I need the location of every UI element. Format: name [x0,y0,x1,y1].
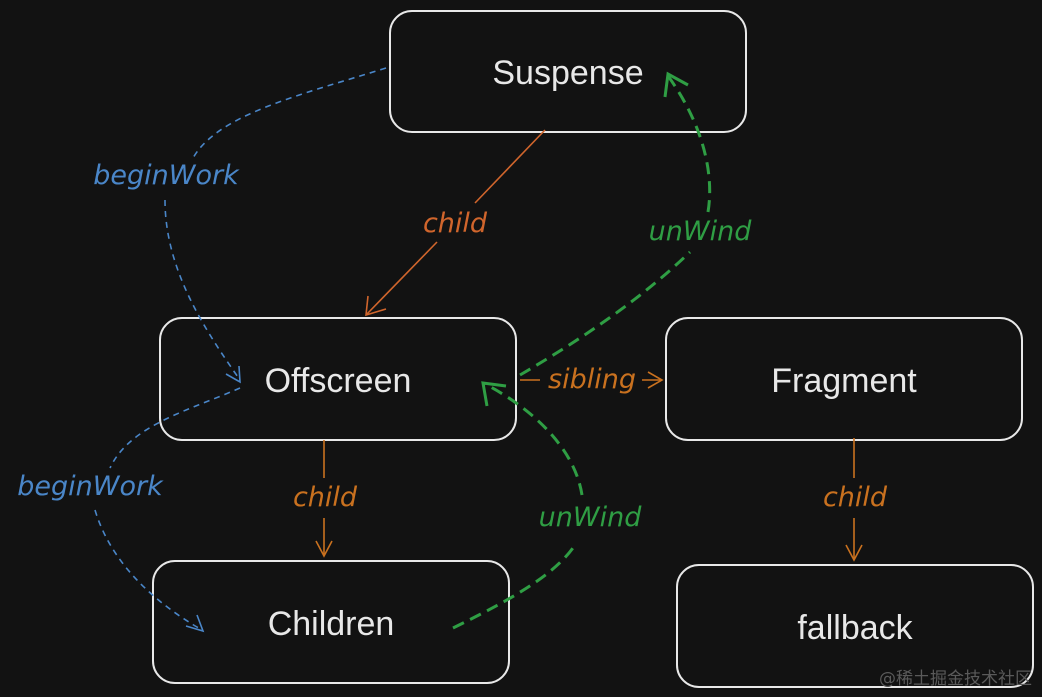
edge-label-sibling: sibling [548,364,636,395]
node-fallback-label: fallback [797,609,913,647]
arrowhead-icon [663,71,689,98]
arrowhead-icon [225,365,241,384]
node-suspense: Suspense [389,10,747,133]
arrowhead-icon [481,381,507,407]
edge-unwind-children-offscreen: unWind [452,381,643,630]
arrowhead-icon [185,614,205,633]
arrowhead-icon [365,295,387,317]
node-fallback: fallback [676,564,1034,688]
watermark: @稀土掘金技术社区 [879,669,1032,689]
edge-label-child: child [423,208,488,239]
node-children-label: Children [268,605,395,643]
edge-unwind-offscreen-suspense: unWind [519,71,753,377]
edge-beginwork-suspense-offscreen: beginWork [93,67,387,384]
node-fragment-label: Fragment [771,362,917,400]
edge-label-beginwork: beginWork [93,160,240,191]
edge-child-suspense-offscreen: child [365,129,546,317]
edge-label-unwind: unWind [649,216,753,247]
arrowhead-icon [845,544,863,562]
edge-label-child: child [293,482,358,513]
node-fragment: Fragment [665,317,1023,441]
node-suspense-label: Suspense [492,54,643,92]
node-offscreen-label: Offscreen [265,362,412,400]
node-children: Children [152,560,510,684]
edge-child-offscreen-children: child [293,440,358,558]
edge-label-beginwork: beginWork [17,471,164,502]
node-offscreen: Offscreen [159,317,517,441]
edge-sibling-offscreen-fragment: sibling [520,364,664,395]
arrowhead-icon [315,540,333,558]
edge-child-fragment-fallback: child [823,438,888,562]
edge-label-child: child [823,482,888,513]
arrowhead-icon [647,371,664,389]
edge-label-unwind: unWind [539,502,643,533]
edge-beginwork-offscreen-children: beginWork [17,387,241,633]
